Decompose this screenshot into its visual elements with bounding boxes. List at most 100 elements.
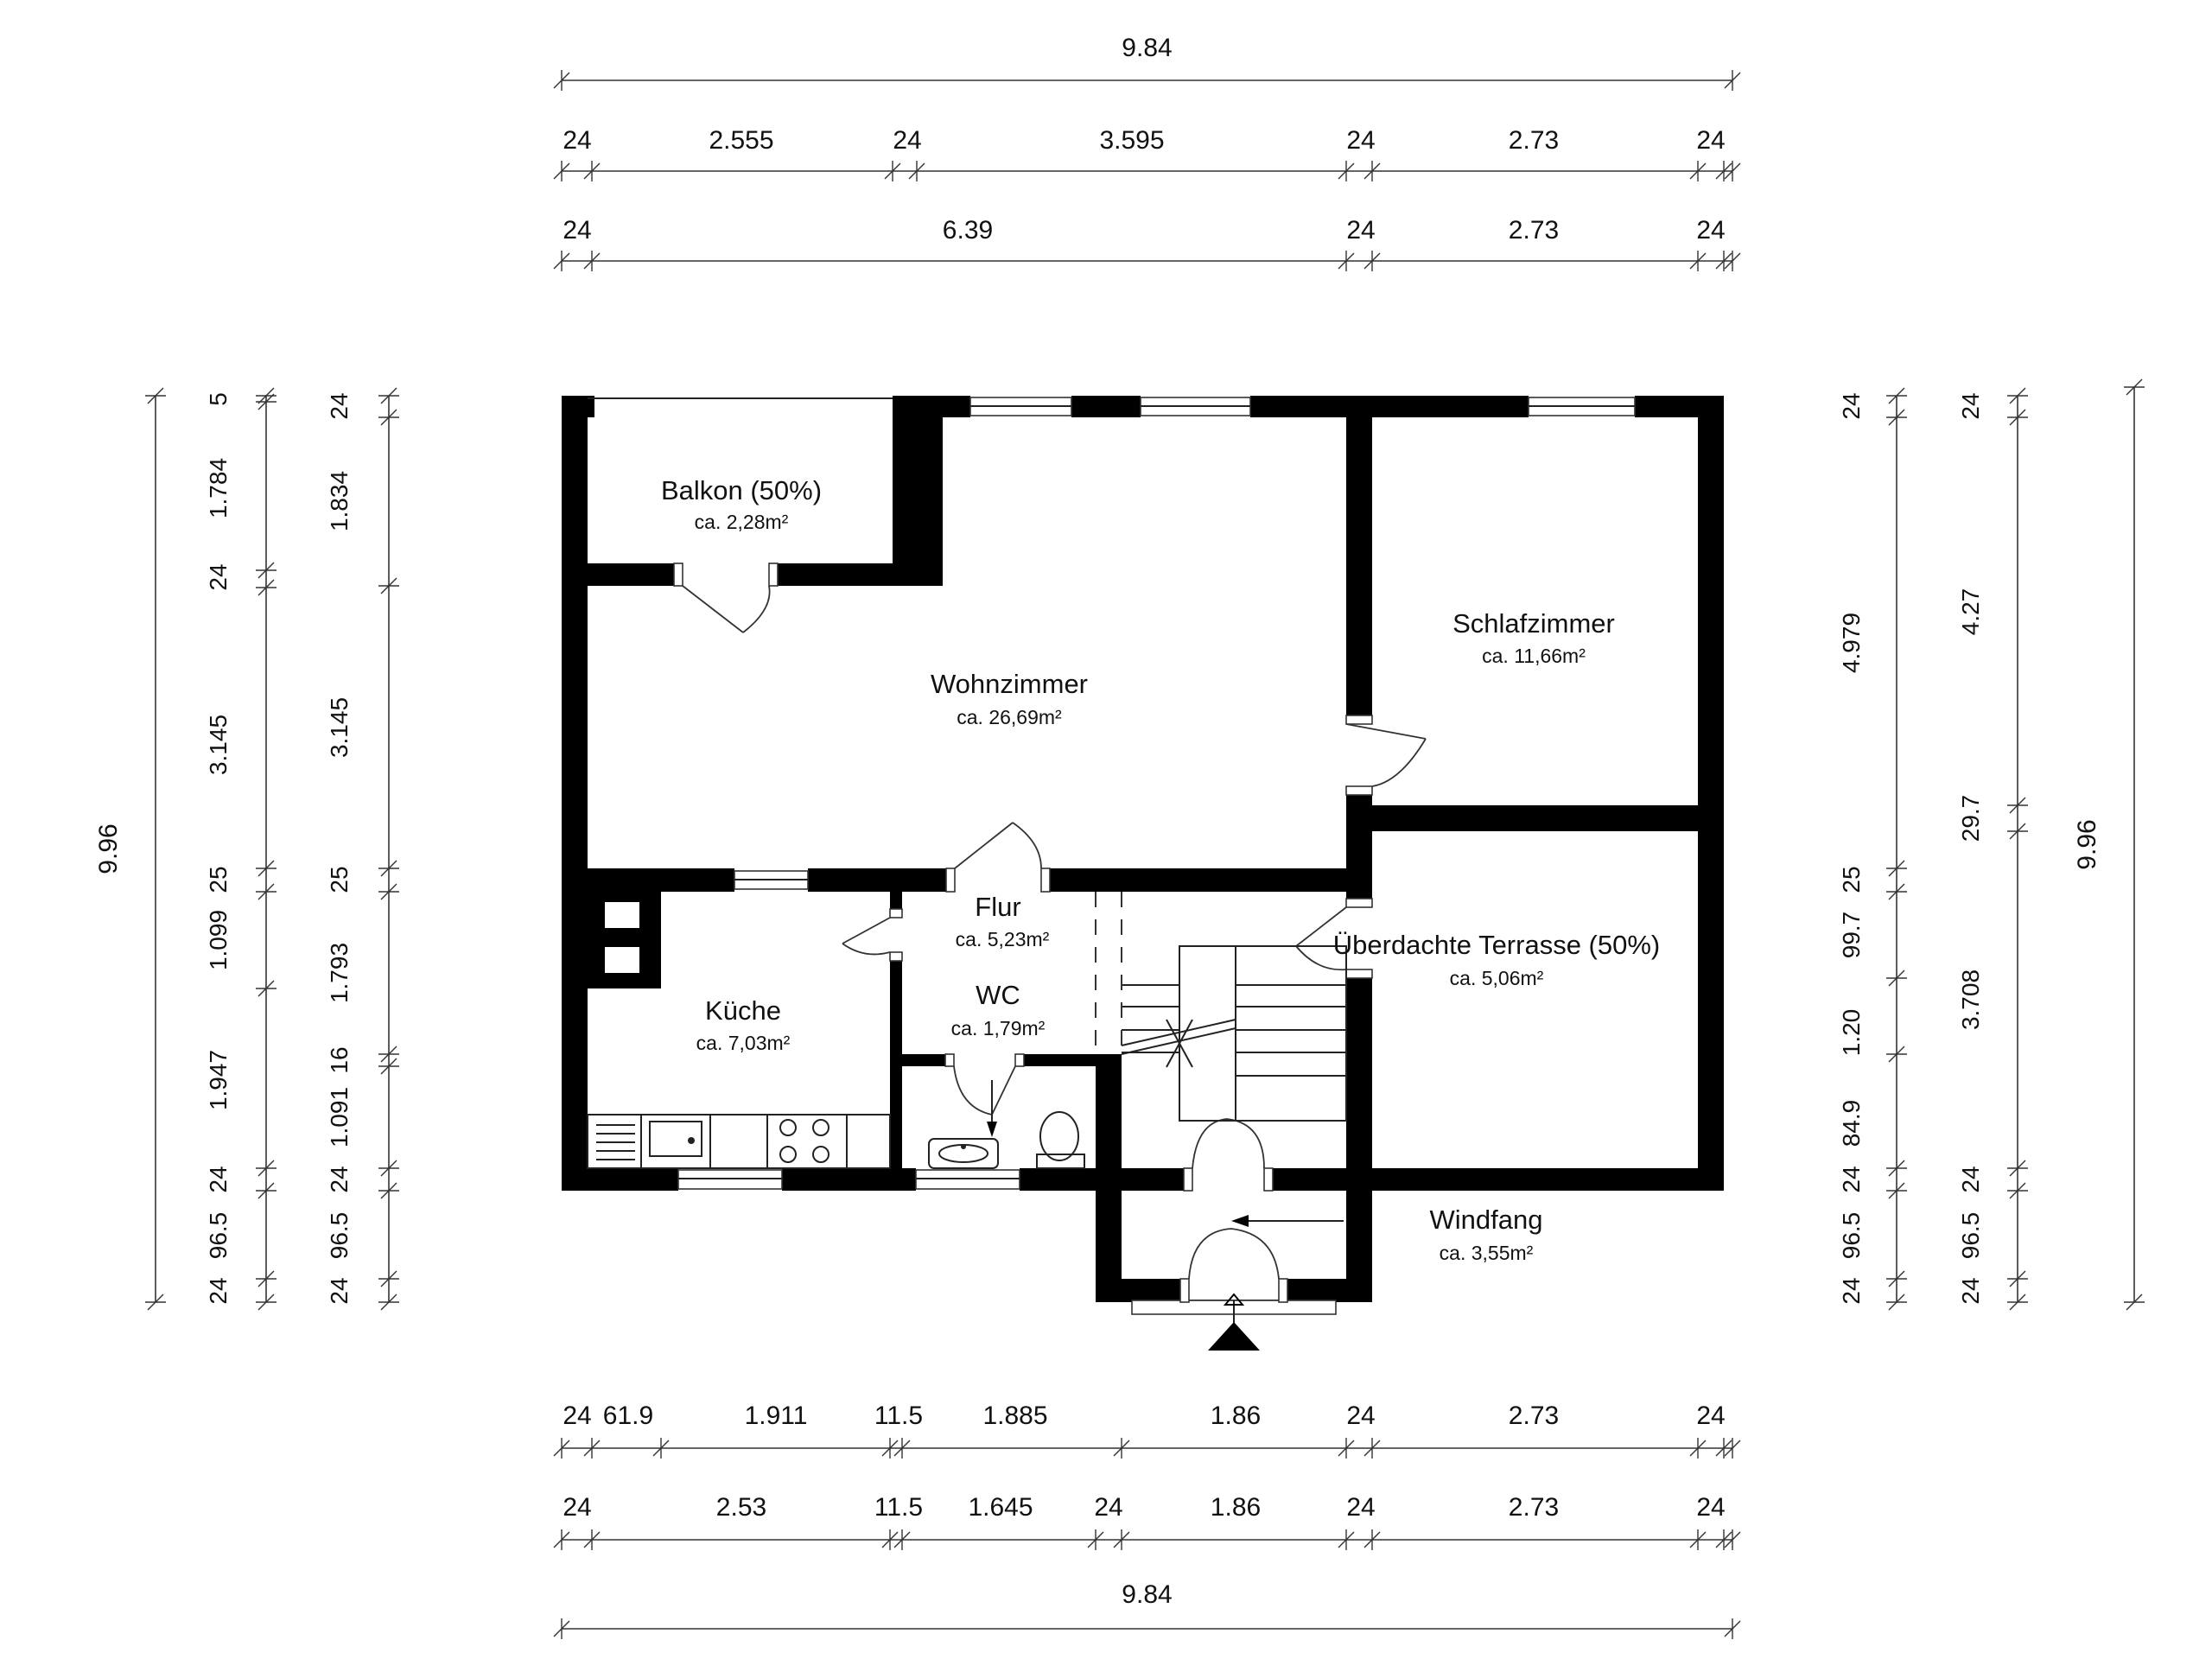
top_row2-label: 24: [1346, 216, 1375, 245]
bottom_row1-label: 24: [563, 1402, 591, 1430]
left_col1-label: 1.099: [205, 910, 232, 970]
bottom_row1-label: 61.9: [603, 1402, 653, 1430]
right_total-label: 9.96: [2073, 819, 2101, 869]
room-name-kueche: Küche: [705, 995, 781, 1026]
bottom_row2-label: 11.5: [874, 1493, 923, 1522]
top_row1-label: 24: [1346, 126, 1375, 155]
bottom_row1-label: 1.885: [982, 1402, 1047, 1430]
bottom_row2-label: 24: [1346, 1493, 1375, 1522]
right_col2-label: 24: [1957, 392, 1984, 419]
bottom_row2-label: 2.73: [1509, 1493, 1559, 1522]
walls: [562, 396, 1724, 1302]
right_col2-label: 3.708: [1957, 969, 1984, 1030]
staircase: [1095, 892, 1347, 1351]
wall-wc-top-left: [902, 1054, 945, 1066]
room-name-schlafzimmer: Schlafzimmer: [1452, 608, 1615, 639]
wall-left: [562, 396, 588, 1191]
doors: [673, 563, 1427, 1303]
left_col2-label: 1.091: [326, 1087, 353, 1147]
room-area-wohnzimmer: ca. 26,69m²: [957, 706, 1062, 728]
door-jamb: [945, 868, 956, 893]
wall-wohn-corner: [917, 406, 943, 586]
right_col1-label: 4.979: [1838, 613, 1865, 673]
left_col1-label: 96.5: [205, 1212, 232, 1260]
wall-balkon-right: [893, 396, 917, 586]
wall-balkon-bottom-right: [778, 563, 917, 586]
left_col1-label: 5: [205, 392, 232, 406]
toilet-bowl-icon: [1039, 1111, 1079, 1161]
washbasin-icon: [928, 1138, 999, 1169]
wall-wohn-bottom-left: [588, 868, 734, 892]
right_col2-label: 96.5: [1957, 1212, 1984, 1260]
door-jamb: [1345, 715, 1373, 725]
left_col1-label: 3.145: [205, 715, 232, 775]
door-jamb: [768, 563, 779, 587]
door-jamb: [889, 908, 903, 918]
wall-balkon-bottom-left: [588, 563, 674, 586]
left_col1-label: 24: [205, 1277, 232, 1304]
wc-arrow-head: [987, 1122, 997, 1137]
sink-icon: [649, 1121, 702, 1157]
room-name-wohnzimmer: Wohnzimmer: [931, 669, 1088, 699]
top_row1-label: 24: [1696, 126, 1725, 155]
bottom_row1-label: 1.86: [1211, 1402, 1261, 1430]
wall-right: [1698, 396, 1724, 1191]
bottom_total-label: 9.84: [1122, 1580, 1172, 1609]
bottom_row2-label: 24: [563, 1493, 591, 1522]
room-area-kueche: ca. 7,03m²: [696, 1032, 791, 1054]
left_col2-label: 24: [326, 1166, 353, 1192]
right_col2-label: 24: [1957, 1166, 1984, 1192]
top_row2-label: 6.39: [943, 216, 993, 245]
wall-schlaf-bottom: [1346, 805, 1724, 831]
door-schlaf-swing: [1345, 723, 1427, 787]
door-terrasse-swing: [1295, 906, 1347, 971]
left_col2-label: 24: [326, 392, 353, 419]
right_col1-label: 24: [1838, 1166, 1865, 1192]
door-jamb: [1278, 1278, 1288, 1303]
door-jamb: [889, 951, 903, 962]
left_col1-label: 1.784: [205, 458, 232, 518]
left_col1-label: 25: [205, 866, 232, 893]
door-wohn-swing: [954, 822, 1042, 869]
door-entrance-swing: [1188, 1228, 1280, 1280]
top_row2-label: 24: [1696, 216, 1725, 245]
left_col2-label: 1.834: [326, 471, 353, 531]
room-area-windfang: ca. 3,55m²: [1440, 1242, 1534, 1264]
left_col2-label: 25: [326, 866, 353, 893]
bottom_row2-label: 24: [1094, 1493, 1122, 1522]
wall-wohn-left-upper: [893, 406, 918, 415]
wall-windfang-bottom-left: [1096, 1279, 1180, 1302]
stove-icon: [779, 1119, 830, 1163]
wall-wohn-bottom-right: [1050, 868, 1372, 892]
bottom_row2-label: 1.645: [968, 1493, 1033, 1522]
wall-bottom-left: [562, 1168, 678, 1191]
kitchen-counter: [587, 1114, 891, 1169]
drainboard: [596, 1124, 635, 1160]
top_row2-label: 2.73: [1509, 216, 1559, 245]
top_row1-label: 3.595: [1099, 126, 1164, 155]
left_col2-label: 96.5: [326, 1212, 353, 1260]
wall-top-mid-1: [1071, 396, 1141, 417]
chimney-flue-1: [605, 902, 639, 928]
bottom_row1-label: 2.73: [1509, 1402, 1559, 1430]
top_row1-label: 2.555: [709, 126, 773, 155]
door-balkon-swing: [682, 585, 771, 633]
top_row1-label: 24: [893, 126, 921, 155]
right_col2-label: 4.27: [1957, 588, 1984, 636]
bottom_row1-label: 1.911: [745, 1402, 808, 1430]
bottom_row1-label: 24: [1696, 1402, 1725, 1430]
room-name-flur: Flur: [975, 892, 1020, 922]
right_col2-label: 29.7: [1957, 795, 1984, 842]
wall-wc-right: [1096, 1054, 1122, 1175]
door-jamb: [1014, 1053, 1025, 1067]
left_col2-label: 3.145: [326, 697, 353, 758]
room-name-windfang: Windfang: [1430, 1205, 1543, 1235]
door-windfang-inner-swing: [1192, 1118, 1265, 1169]
wall-terrasse-left-lower: [1346, 978, 1372, 1191]
door-kueche-swing: [842, 917, 891, 956]
room-labels: Balkon (50%) ca. 2,28m² Wohnzimmer ca. 2…: [661, 475, 1660, 1264]
door-jamb: [1040, 868, 1051, 893]
bottom_row2-label: 24: [1696, 1493, 1725, 1522]
